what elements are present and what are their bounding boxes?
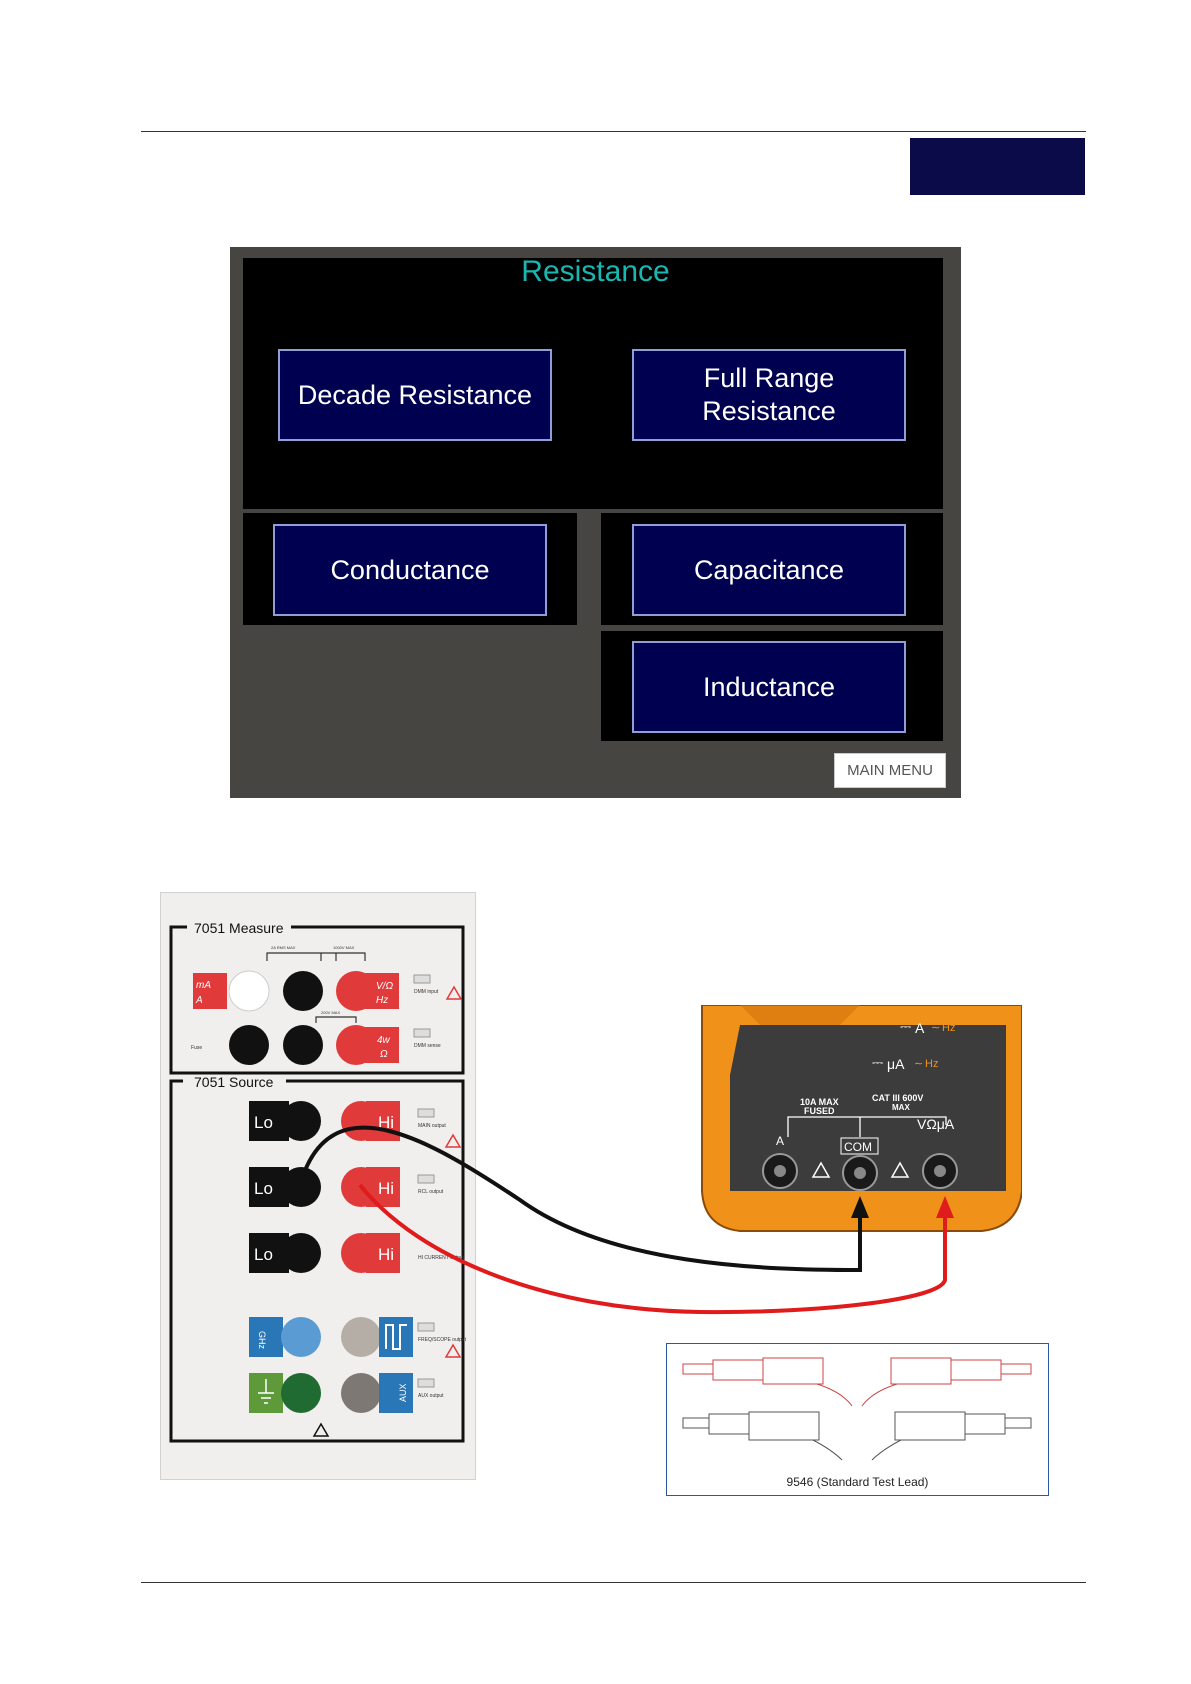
svg-text:CAT III 600V: CAT III 600V	[872, 1093, 923, 1103]
conductance-button[interactable]: Conductance	[273, 524, 547, 616]
svg-text:VΩμA: VΩμA	[917, 1116, 955, 1132]
full-range-resistance-button[interactable]: Full Range Resistance	[632, 349, 906, 441]
main-output-row: Lo Hi MAIN output	[249, 1101, 462, 1148]
svg-text:FREQ/SCOPE output: FREQ/SCOPE output	[418, 1337, 467, 1343]
svg-text:∼: ∼	[914, 1058, 923, 1070]
svg-text:4w: 4w	[377, 1035, 391, 1046]
capacitance-button[interactable]: Capacitance	[632, 524, 906, 616]
svg-text:10A MAX: 10A MAX	[800, 1097, 839, 1107]
decade-resistance-button[interactable]: Decade Resistance	[278, 349, 552, 441]
svg-text:Lo: Lo	[254, 1179, 273, 1198]
source-label: 7051 Source	[194, 1074, 274, 1090]
svg-text:μA: μA	[887, 1056, 905, 1072]
ma-a-terminal	[228, 970, 270, 1012]
svg-text:Ω: Ω	[380, 1049, 388, 1060]
inductance-label: Inductance	[702, 671, 836, 702]
svg-text:Hi: Hi	[378, 1245, 394, 1264]
svg-text:Hz: Hz	[942, 1022, 955, 1034]
svg-text:HI CURRENT output: HI CURRENT output	[418, 1255, 465, 1261]
screen-title: Resistance	[521, 255, 670, 288]
svg-text:A: A	[915, 1020, 925, 1036]
v-ohm-tab	[365, 973, 399, 1009]
measure-label: 7051 Measure	[194, 920, 284, 936]
panel-7051-drawing: 7051 Measure 7051 Source mA A V/Ω Hz DMM…	[169, 920, 467, 1443]
full-range-label-line1: Full Range	[703, 363, 835, 393]
svg-text:Hi: Hi	[378, 1113, 394, 1132]
svg-text:Hz: Hz	[925, 1058, 938, 1070]
svg-text:∼: ∼	[931, 1022, 940, 1034]
fuse-terminal	[229, 1025, 269, 1065]
svg-text:V/Ω: V/Ω	[376, 981, 393, 992]
aux-output-row: AUX AUX output	[249, 1373, 444, 1413]
svg-text:RCL output: RCL output	[418, 1189, 444, 1195]
svg-text:⎓: ⎓	[872, 1054, 883, 1070]
capacitance-label: Capacitance	[693, 554, 845, 585]
test-leads-caption: 9546 (Standard Test Lead)	[786, 1475, 929, 1489]
hi-current-output-row: Lo Hi HI CURRENT output	[249, 1233, 465, 1273]
svg-text:Lo: Lo	[254, 1245, 273, 1264]
svg-text:⎓: ⎓	[900, 1018, 911, 1034]
conductance-label: Conductance	[330, 554, 490, 585]
clamp-meter-drawing: ⎓ A ∼ Hz ⎓ μA ∼ Hz 10A MAX FUSED CAT III…	[701, 1004, 1023, 1232]
svg-text:2A RMS MAX: 2A RMS MAX	[271, 945, 296, 950]
freq-scope-row: GHz FREQ/SCOPE output	[249, 1317, 467, 1358]
sense-lo-terminal	[283, 1025, 323, 1065]
warning-icon	[445, 985, 463, 1000]
header-logo-block	[910, 138, 1085, 195]
header-rule	[141, 131, 1086, 132]
red-test-lead	[358, 1183, 947, 1315]
sense-tab	[365, 1027, 399, 1063]
black-test-lead	[298, 1125, 862, 1273]
svg-text:A: A	[195, 995, 203, 1006]
svg-text:DMM sense: DMM sense	[414, 1043, 441, 1049]
test-leads-image: 9546 (Standard Test Lead)	[666, 1343, 1049, 1496]
svg-text:AUX output: AUX output	[418, 1393, 444, 1399]
svg-text:COM: COM	[844, 1140, 872, 1154]
footer-rule	[141, 1582, 1086, 1583]
resistance-screen: Resistance Decade Resistance Full Range …	[230, 247, 961, 798]
com-terminal	[283, 971, 323, 1011]
svg-text:1000V MAX: 1000V MAX	[333, 945, 355, 950]
svg-text:GHz: GHz	[257, 1331, 267, 1350]
panel-warning-icon	[312, 1422, 330, 1437]
full-range-label-line2: Resistance	[702, 396, 836, 426]
svg-text:Hi: Hi	[378, 1179, 394, 1198]
decade-resistance-label: Decade Resistance	[297, 379, 533, 410]
main-menu-label: MAIN MENU	[847, 762, 933, 779]
main-menu-button[interactable]: MAIN MENU	[834, 753, 946, 788]
clamp-meter: ⎓ A ∼ Hz ⎓ μA ∼ Hz 10A MAX FUSED CAT III…	[700, 1004, 1023, 1250]
svg-text:MAIN output: MAIN output	[418, 1123, 446, 1129]
svg-text:Lo: Lo	[254, 1113, 273, 1132]
test-leads-drawing	[682, 1357, 1032, 1461]
svg-text:DMM input: DMM input	[414, 989, 439, 995]
panel-7051: 7051 Measure 7051 Source mA A V/Ω Hz DMM…	[160, 892, 476, 1480]
inductance-button[interactable]: Inductance	[632, 641, 906, 733]
svg-text:mA: mA	[196, 980, 211, 991]
svg-text:Fuse: Fuse	[191, 1045, 202, 1051]
svg-text:A: A	[776, 1134, 784, 1148]
svg-text:FUSED: FUSED	[804, 1106, 835, 1116]
ma-a-tab	[193, 973, 227, 1009]
svg-text:200V MAX: 200V MAX	[321, 1010, 340, 1015]
svg-text:AUX: AUX	[398, 1383, 408, 1402]
svg-text:MAX: MAX	[892, 1103, 910, 1112]
svg-text:Hz: Hz	[376, 995, 388, 1006]
